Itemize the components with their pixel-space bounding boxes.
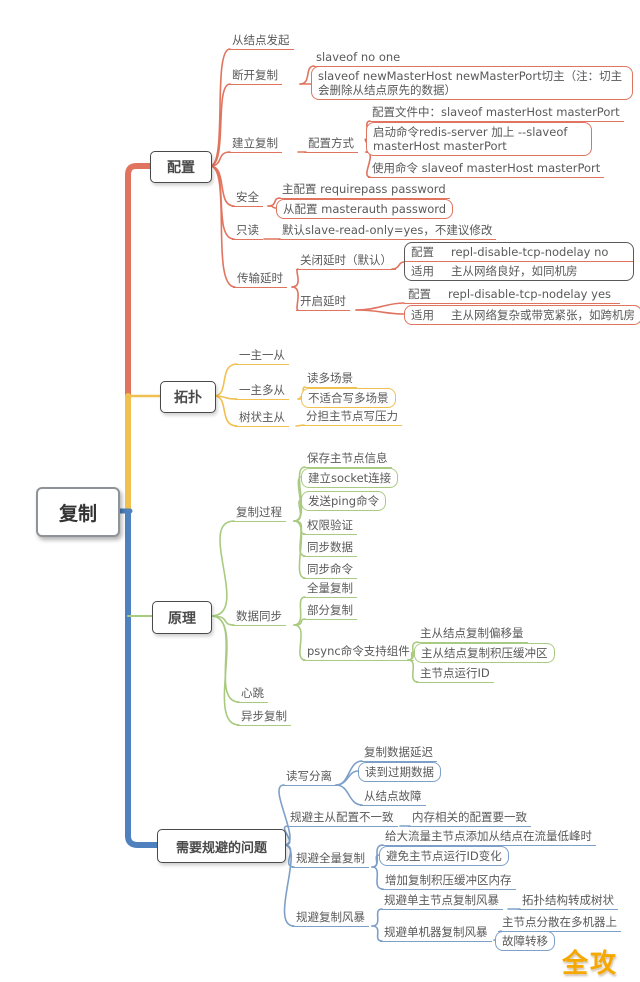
node-delay-off-detail[interactable]: 配置 repl-disable-tcp-nodelay no 适用 主从网络良好… <box>404 242 634 281</box>
root-node[interactable]: 复制 <box>36 487 120 537</box>
node-config-method[interactable]: 配置方式 <box>304 136 358 153</box>
node-readonly[interactable]: 只读 <box>232 223 263 240</box>
node-delay-off[interactable]: 关闭延时（默认） <box>296 253 396 270</box>
node-add-slave-low-peak[interactable]: 给大流量主节点添加从结点在流量低峰时 <box>381 829 596 846</box>
node-full-copy[interactable]: 全量复制 <box>303 581 357 598</box>
node-switch-master[interactable]: slaveof newMasterHost newMasterPort切主（注：… <box>311 66 633 100</box>
node-security[interactable]: 安全 <box>232 190 263 207</box>
watermark: 全攻略 <box>562 949 619 979</box>
node-config-mismatch-value[interactable]: 内存相关的配置要一致 <box>408 810 531 827</box>
node-partial-copy[interactable]: 部分复制 <box>303 603 357 620</box>
node-security-slave[interactable]: 从配置 masterauth password <box>276 199 454 219</box>
node-heartbeat[interactable]: 心跳 <box>237 686 268 703</box>
delay-off-apply-row[interactable]: 适用 主从网络良好，如同机房 <box>405 262 633 280</box>
node-async-copy[interactable]: 异步复制 <box>237 709 291 726</box>
trunk-config-red <box>125 163 153 399</box>
node-step-save-info[interactable]: 保存主节点信息 <box>303 451 392 468</box>
edges-principle <box>210 466 419 726</box>
node-psync[interactable]: psync命令支持组件 <box>303 644 414 661</box>
node-method-command[interactable]: 使用命令 slaveof masterHost masterPort <box>368 161 605 178</box>
node-slave-failure[interactable]: 从结点故障 <box>360 789 426 806</box>
node-config-mismatch[interactable]: 规避主从配置不一致 <box>286 810 398 827</box>
key-apply: 适用 <box>411 264 434 278</box>
node-failover[interactable]: 故障转移 <box>495 931 555 951</box>
node-data-sync[interactable]: 数据同步 <box>232 609 286 626</box>
value-apply: 主从网络复杂或带宽紧张，如跨机房 <box>451 308 635 322</box>
node-one-master-many-slaves[interactable]: 一主多从 <box>235 383 289 400</box>
node-expired-data[interactable]: 读到过期数据 <box>358 762 441 782</box>
node-psync-runid[interactable]: 主节点运行ID <box>416 666 494 683</box>
node-single-machine-storm[interactable]: 规避单机器复制风暴 <box>380 925 492 942</box>
node-config[interactable]: 配置 <box>150 151 212 183</box>
node-tree-structure[interactable]: 拓扑结构转成树状 <box>518 893 618 910</box>
node-disconnect[interactable]: 断开复制 <box>228 68 282 85</box>
delay-off-config-row[interactable]: 配置 repl-disable-tcp-nodelay no <box>405 243 633 262</box>
node-topology[interactable]: 拓扑 <box>160 381 216 413</box>
node-method-file[interactable]: 配置文件中：slaveof masterHost masterPort <box>368 105 624 122</box>
node-spread-masters[interactable]: 主节点分散在多机器上 <box>498 915 621 932</box>
node-copy-process[interactable]: 复制过程 <box>232 505 286 522</box>
node-issues[interactable]: 需要规避的问题 <box>157 829 286 863</box>
node-security-master[interactable]: 主配置 requirepass password <box>278 182 450 199</box>
node-write-scenario[interactable]: 不适合写多场景 <box>301 388 396 408</box>
value-apply: 主从网络良好，如同机房 <box>451 264 578 278</box>
key-config: 配置 <box>408 287 431 301</box>
node-delay-on-config[interactable]: 配置 repl-disable-tcp-nodelay yes <box>404 287 620 304</box>
node-tree-value[interactable]: 分担主节点写压力 <box>302 409 402 426</box>
node-step-auth[interactable]: 权限验证 <box>303 518 357 535</box>
node-method-startup[interactable]: 启动命令redis-server 加上 --slaveof masterHost… <box>366 122 592 156</box>
value-config: repl-disable-tcp-nodelay no <box>451 245 609 259</box>
node-delay-on[interactable]: 开启延时 <box>296 294 350 311</box>
node-avoid-runid-change[interactable]: 避免主节点运行ID变化 <box>379 846 509 866</box>
node-from-node[interactable]: 从结点发起 <box>228 33 294 50</box>
node-principle[interactable]: 原理 <box>152 601 212 634</box>
value-config: repl-disable-tcp-nodelay yes <box>448 287 612 301</box>
node-readonly-value[interactable]: 默认slave-read-only=yes，不建议修改 <box>278 223 497 240</box>
node-one-master-one-slave[interactable]: 一主一从 <box>235 348 289 365</box>
key-config: 配置 <box>411 245 434 259</box>
node-delay-on-apply[interactable]: 适用 主从网络复杂或带宽紧张，如跨机房 <box>404 305 640 325</box>
node-slaveof-no-one[interactable]: slaveof no one <box>312 50 405 67</box>
node-step-sync-data[interactable]: 同步数据 <box>303 540 357 557</box>
node-psync-offset[interactable]: 主从结点复制偏移量 <box>416 626 528 643</box>
node-copy-delay[interactable]: 复制数据延迟 <box>360 745 437 762</box>
node-single-node-storm[interactable]: 规避单主节点复制风暴 <box>380 893 503 910</box>
node-rw-split[interactable]: 读写分离 <box>282 769 336 786</box>
node-step-ping[interactable]: 发送ping命令 <box>301 491 387 511</box>
node-psync-backlog[interactable]: 主从结点复制积压缓冲区 <box>414 643 555 663</box>
node-avoid-full-copy[interactable]: 规避全量复制 <box>292 851 369 868</box>
key-apply: 适用 <box>411 308 434 322</box>
node-establish[interactable]: 建立复制 <box>228 136 282 153</box>
node-step-sync-cmd[interactable]: 同步命令 <box>303 562 357 579</box>
trunk-issues-blue <box>125 509 160 848</box>
node-avoid-storm[interactable]: 规避复制风暴 <box>292 910 369 927</box>
node-delay[interactable]: 传输延时 <box>233 271 287 288</box>
node-tree-topology[interactable]: 树状主从 <box>235 410 289 427</box>
node-increase-backlog[interactable]: 增加复制积压缓冲区内存 <box>381 873 516 890</box>
node-step-socket[interactable]: 建立socket连接 <box>301 468 399 488</box>
node-read-scenario[interactable]: 读多场景 <box>303 371 357 388</box>
